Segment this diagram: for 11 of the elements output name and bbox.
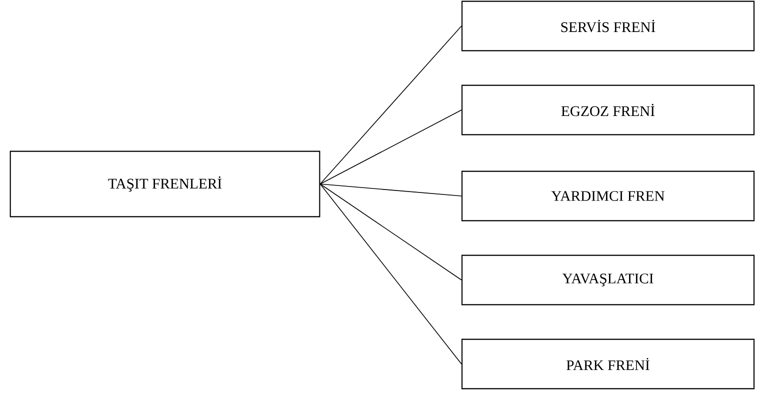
category-box: YARDIMCI FREN bbox=[461, 170, 755, 222]
connector-line bbox=[320, 184, 462, 280]
category-box: YAVAŞLATICI bbox=[461, 254, 755, 306]
category-box: SERVİS FRENİ bbox=[461, 0, 755, 52]
connector-line bbox=[320, 26, 462, 184]
category-box: PARK FRENİ bbox=[461, 338, 755, 390]
root-box: TAŞIT FRENLERİ bbox=[10, 150, 320, 218]
connector-line bbox=[320, 184, 462, 364]
connector-line bbox=[320, 184, 462, 196]
connector-line bbox=[320, 110, 462, 184]
category-box: EGZOZ FRENİ bbox=[461, 84, 755, 136]
